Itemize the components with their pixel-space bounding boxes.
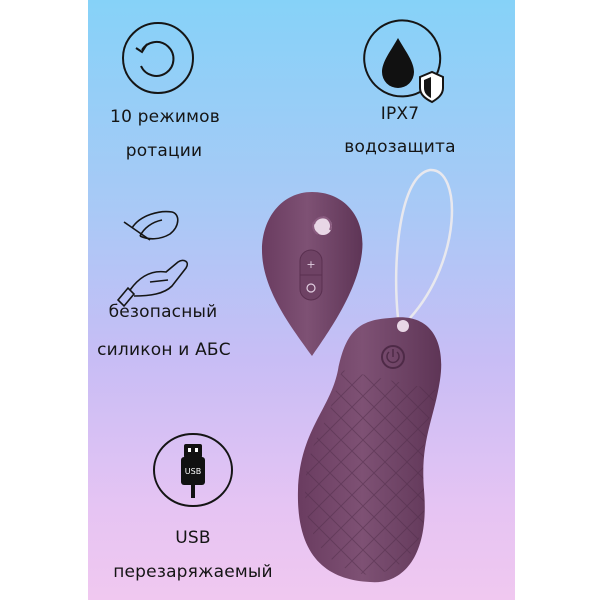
feature-usb-line1: USB bbox=[175, 528, 211, 548]
feature-usb-line2: перезаряжаемый bbox=[113, 562, 273, 582]
water-drop-shield-icon bbox=[363, 19, 444, 104]
remote-control: + bbox=[262, 192, 363, 356]
svg-text:+: + bbox=[306, 258, 315, 271]
feather-hand-icon bbox=[116, 210, 189, 308]
feature-rotation-line1: 10 режимов bbox=[110, 107, 220, 127]
vibrating-egg bbox=[297, 317, 442, 583]
feature-rotation-line2: ротации bbox=[125, 141, 203, 161]
rotation-icon bbox=[122, 22, 194, 94]
feature-material-line2: силикон и АБС bbox=[97, 340, 231, 360]
usb-plug-text: USB bbox=[185, 467, 201, 476]
feature-waterproof-line1: IPX7 bbox=[380, 104, 420, 124]
feature-waterproof-line2: водозащита bbox=[344, 137, 456, 157]
usb-icon: USB bbox=[153, 433, 233, 507]
cord-loop bbox=[394, 168, 454, 319]
feature-material-line1: безопасный bbox=[108, 302, 218, 322]
